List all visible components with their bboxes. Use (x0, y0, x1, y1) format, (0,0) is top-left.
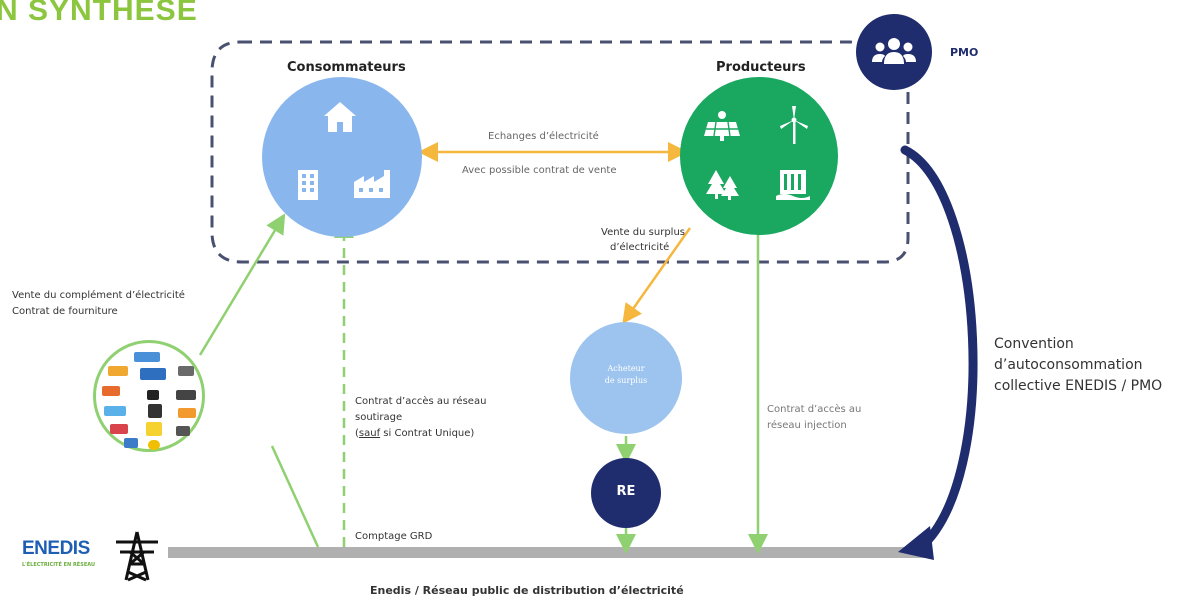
supplier-logo (110, 424, 128, 434)
re-circle (591, 458, 661, 528)
enedis-logo: ENEDIS (22, 538, 90, 559)
supplier-logo (140, 368, 166, 380)
pylon-icon (116, 531, 158, 582)
solar-panel-icon (704, 111, 740, 141)
supplier-logo (178, 408, 196, 418)
page-title: N SYNTHESE (0, 0, 198, 27)
consumers-circle (262, 77, 422, 237)
supplier-logo (147, 390, 159, 400)
grid-label: Enedis / Réseau public de distribution d… (370, 584, 684, 597)
producers-circle (680, 77, 838, 235)
supplier-logo (178, 366, 194, 376)
complement-line (198, 213, 286, 356)
forest-icon (706, 170, 739, 200)
inject-label-2: réseau injection (767, 420, 847, 431)
pmo-label: PMO (950, 46, 979, 59)
buyer-label-2: de surplus (604, 376, 648, 385)
surplus-label-1: Vente du surplus (601, 227, 686, 238)
exchange-bottom-label: Avec possible contrat de vente (462, 165, 617, 176)
supplier-logo (108, 366, 128, 376)
supplier-logo (124, 438, 138, 448)
withdraw-label-1: Contrat d’accès au réseau (355, 396, 487, 407)
withdraw-label-3-rest: si Contrat Unique) (380, 428, 475, 439)
withdraw-label-2: soutirage (355, 412, 403, 423)
grid-bar (168, 547, 928, 558)
supplier-logo (148, 440, 160, 450)
producers-label: Producteurs (716, 60, 806, 75)
building-icon (298, 170, 318, 200)
exchange-top-label: Echanges d’électricité (488, 131, 599, 142)
wind-turbine-icon (780, 106, 808, 144)
withdraw-label-3-underlined: sauf (358, 428, 381, 439)
supplier-logo (104, 406, 126, 416)
convention-arrowhead (898, 526, 934, 560)
supplier-logo (102, 386, 120, 396)
factory-icon (354, 170, 390, 198)
surplus-line (622, 227, 692, 325)
enedis-tagline: L'ÉLECTRICITÉ EN RÉSEAU (22, 562, 96, 568)
convention-arrow (900, 145, 978, 553)
buyer-label-1: Acheteur (607, 364, 645, 373)
people-group-icon (872, 38, 916, 64)
supplier-logo (146, 422, 162, 436)
consumers-label: Consommateurs (287, 60, 406, 75)
surplus-label-2: d’électricité (610, 242, 670, 253)
metering-label: Comptage GRD (355, 531, 433, 542)
buyer-circle (570, 322, 682, 434)
inject-label-1: Contrat d’accès au (767, 404, 862, 415)
convention-label-2: d’autoconsommation (994, 357, 1143, 373)
complement-label-1: Vente du complément d’électricité (12, 290, 185, 301)
supplier-logo (176, 390, 196, 400)
re-label: RE (616, 484, 636, 499)
supplier-logo (148, 404, 162, 418)
supplier-grid-line (270, 445, 320, 548)
withdraw-label-3: (sauf si Contrat Unique) (355, 428, 475, 439)
house-icon (324, 102, 356, 132)
convention-label-1: Convention (994, 336, 1074, 352)
supplier-logo (134, 352, 160, 362)
convention-label-3: collective ENEDIS / PMO (994, 378, 1163, 394)
complement-label-2: Contrat de fourniture (12, 306, 118, 317)
dam-icon (776, 170, 810, 200)
supplier-logo (176, 426, 190, 436)
